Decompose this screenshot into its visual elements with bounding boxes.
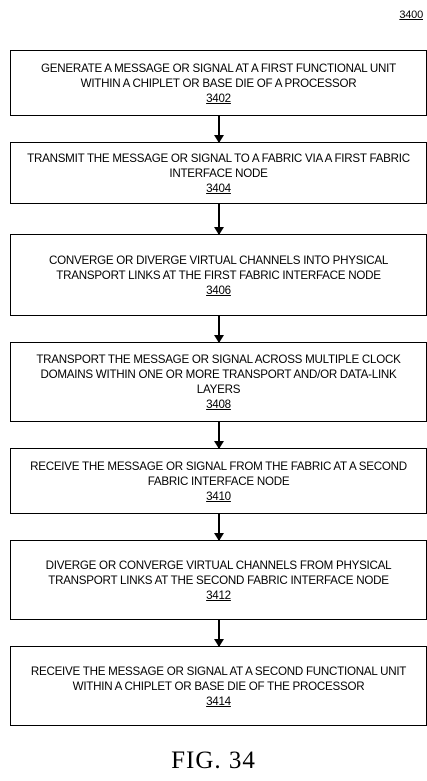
- step-box-3410: RECEIVE THE MESSAGE OR SIGNAL FROM THE F…: [10, 448, 427, 514]
- flow-arrow: [214, 422, 224, 449]
- flow-arrow: [214, 204, 224, 235]
- flow-arrow: [214, 316, 224, 343]
- step-number: 3412: [206, 588, 231, 602]
- figure-reference-number: 3400: [399, 9, 423, 21]
- step-box-3406: CONVERGE OR DIVERGE VIRTUAL CHANNELS INT…: [10, 234, 427, 316]
- figure-caption: FIG. 34: [171, 747, 256, 774]
- flow-arrow: [214, 514, 224, 541]
- step-number: 3404: [206, 181, 231, 195]
- step-text: TRANSMIT THE MESSAGE OR SIGNAL TO A FABR…: [27, 151, 410, 180]
- step-text: DIVERGE OR CONVERGE VIRTUAL CHANNELS FRO…: [45, 558, 392, 587]
- step-box-3412: DIVERGE OR CONVERGE VIRTUAL CHANNELS FRO…: [10, 540, 427, 620]
- step-text: GENERATE A MESSAGE OR SIGNAL AT A FIRST …: [41, 61, 396, 90]
- step-box-3404: TRANSMIT THE MESSAGE OR SIGNAL TO A FABR…: [10, 142, 427, 204]
- step-box-3408: TRANSPORT THE MESSAGE OR SIGNAL ACROSS M…: [10, 342, 427, 422]
- step-box-3414: RECEIVE THE MESSAGE OR SIGNAL AT A SECON…: [10, 646, 427, 726]
- flow-arrow: [214, 620, 224, 647]
- step-number: 3406: [206, 283, 231, 297]
- step-number: 3410: [206, 489, 231, 503]
- step-number: 3414: [206, 694, 231, 708]
- step-text: TRANSPORT THE MESSAGE OR SIGNAL ACROSS M…: [36, 353, 401, 396]
- step-text: RECEIVE THE MESSAGE OR SIGNAL FROM THE F…: [30, 459, 407, 488]
- step-box-3402: GENERATE A MESSAGE OR SIGNAL AT A FIRST …: [10, 50, 427, 116]
- step-text: CONVERGE OR DIVERGE VIRTUAL CHANNELS INT…: [48, 253, 389, 282]
- step-number: 3402: [206, 91, 231, 105]
- step-text: RECEIVE THE MESSAGE OR SIGNAL AT A SECON…: [30, 664, 407, 693]
- step-number: 3408: [206, 398, 231, 411]
- flow-arrow: [214, 116, 224, 143]
